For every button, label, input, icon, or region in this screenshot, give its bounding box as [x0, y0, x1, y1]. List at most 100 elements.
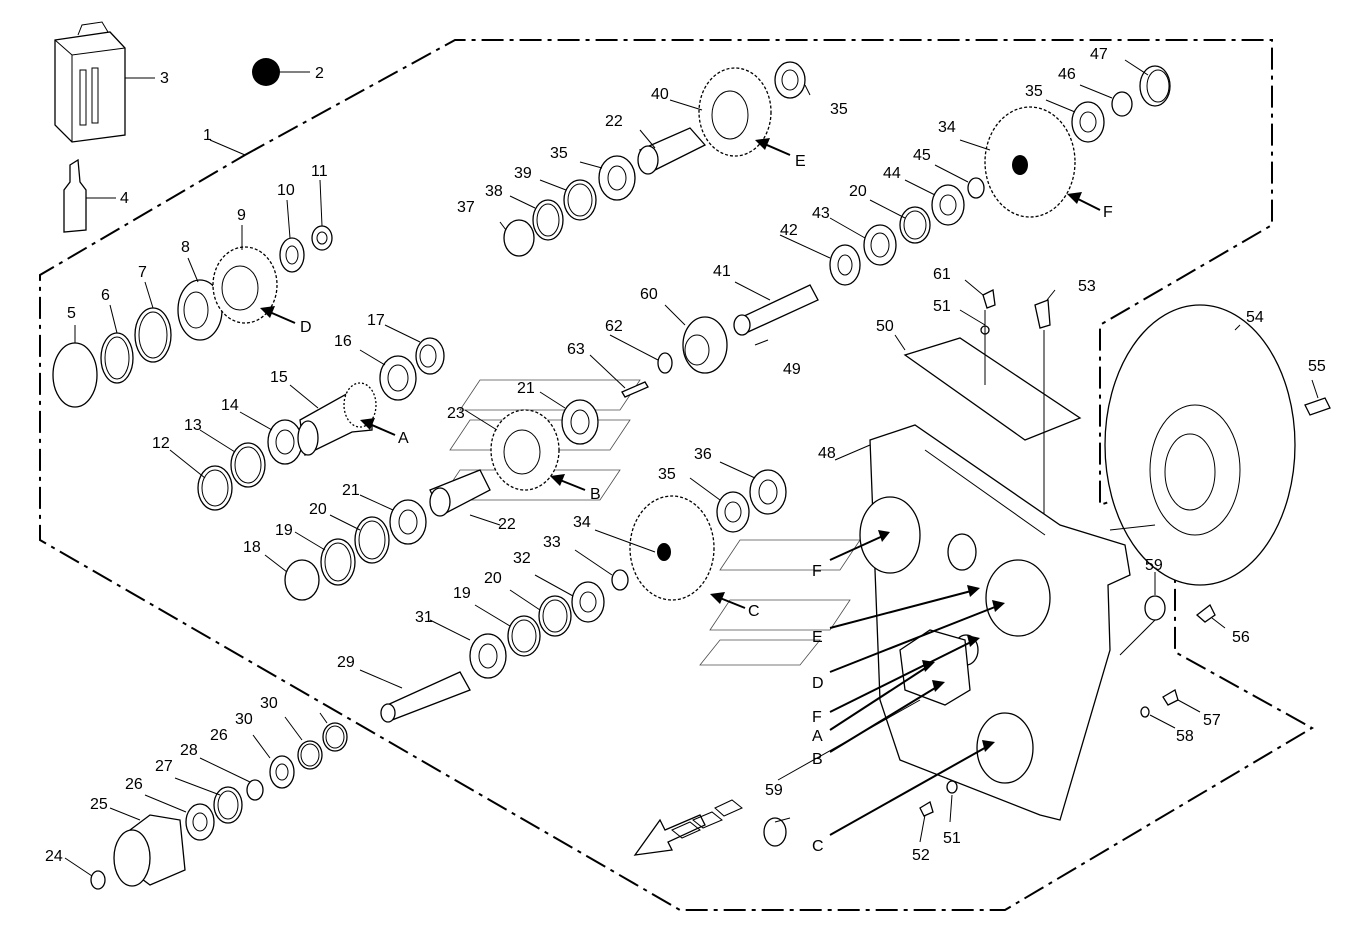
- ring-20c: [538, 595, 572, 637]
- label-54: 54: [1246, 309, 1264, 326]
- label-50: 50: [876, 318, 894, 335]
- letter-C-housing: C: [812, 838, 824, 855]
- cover-plate-50: [903, 337, 1082, 441]
- ring-42: [829, 244, 861, 286]
- bearing-26b: [185, 803, 215, 841]
- label-56: 56: [1232, 629, 1250, 646]
- label-22b: 22: [605, 113, 623, 130]
- letter-B-gear: B: [590, 486, 601, 503]
- shaft-41: [733, 284, 819, 336]
- label-17: 17: [367, 312, 385, 329]
- label-31: 31: [415, 609, 433, 626]
- label-47: 47: [1090, 46, 1108, 63]
- label-5: 5: [67, 305, 76, 322]
- sleeve-47: [1139, 65, 1171, 107]
- gear-34b: [629, 495, 715, 601]
- breather-61: [980, 289, 996, 385]
- ring-27: [213, 786, 243, 824]
- circlip-12: [197, 465, 233, 511]
- label-42: 42: [780, 222, 798, 239]
- gearbox-housing-48: [859, 424, 1131, 821]
- label-4: 4: [120, 190, 129, 207]
- bearing-43: [863, 224, 897, 266]
- label-34a: 34: [938, 119, 956, 136]
- label-36: 36: [694, 446, 712, 463]
- oil-can: [54, 21, 126, 143]
- reference-letter-labels: A B C D E F F E D F A B C: [300, 153, 1113, 855]
- label-28: 28: [180, 742, 198, 759]
- label-59b: 59: [765, 782, 783, 799]
- cap-18: [284, 559, 320, 601]
- ring-31: [469, 633, 507, 679]
- ring-51b: [946, 780, 958, 794]
- label-14: 14: [221, 397, 239, 414]
- label-10: 10: [277, 182, 295, 199]
- label-63: 63: [567, 341, 585, 358]
- ring-20b: [899, 206, 931, 244]
- label-52: 52: [912, 847, 930, 864]
- label-60: 60: [640, 286, 658, 303]
- label-55: 55: [1308, 358, 1326, 375]
- hub-25: [113, 814, 186, 887]
- letter-A-shaft: A: [398, 430, 409, 447]
- ring-30a: [322, 722, 348, 752]
- gear-34a: [984, 106, 1076, 218]
- label-33: 33: [543, 534, 561, 551]
- label-51a: 51: [933, 298, 951, 315]
- bearing-26a: [269, 755, 295, 789]
- letter-F-gear: F: [1103, 204, 1113, 221]
- circlip-38: [532, 199, 564, 241]
- flywheel-54: [1104, 304, 1296, 586]
- reference-arrows: [260, 138, 1101, 836]
- plug-56: [1195, 604, 1216, 623]
- ring-13: [230, 442, 266, 488]
- black-dot-part: [252, 58, 280, 86]
- label-24: 24: [45, 848, 63, 865]
- label-27: 27: [155, 758, 173, 775]
- shaft-29: [380, 671, 471, 723]
- washer-62: [657, 352, 673, 374]
- circlip-6: [100, 332, 134, 384]
- bearing-35a: [598, 155, 636, 201]
- sealant-tube: [63, 158, 87, 233]
- ring-39: [563, 179, 597, 221]
- label-15: 15: [270, 369, 288, 386]
- label-22a: 22: [498, 516, 516, 533]
- label-43: 43: [812, 205, 830, 222]
- label-2: 2: [315, 65, 324, 82]
- label-35c: 35: [1025, 83, 1043, 100]
- letter-C-gear: C: [748, 603, 760, 620]
- letter-E-housing: E: [812, 629, 823, 646]
- letter-B-housing: B: [812, 751, 823, 768]
- plug-52: [919, 801, 934, 817]
- letter-F2-housing: F: [812, 709, 822, 726]
- label-25: 25: [90, 796, 108, 813]
- label-48: 48: [818, 445, 836, 462]
- ring-20a: [354, 516, 390, 564]
- ring-58: [1140, 706, 1150, 718]
- ring-30b: [297, 740, 323, 770]
- label-7: 7: [138, 264, 147, 281]
- label-32: 32: [513, 550, 531, 567]
- bearing-21a: [389, 499, 427, 545]
- flange-60: [682, 316, 728, 374]
- shaft-22b: [637, 127, 707, 175]
- shaft-22a: [429, 469, 491, 517]
- label-1: 1: [203, 127, 212, 144]
- label-35a: 35: [550, 145, 568, 162]
- letter-F-housing: F: [812, 563, 822, 580]
- label-12: 12: [152, 435, 170, 452]
- nut-46: [1111, 91, 1133, 117]
- label-45: 45: [913, 147, 931, 164]
- letter-D-gear: D: [300, 319, 312, 336]
- gear-40: [698, 67, 772, 157]
- label-35d: 35: [658, 466, 676, 483]
- label-16: 16: [334, 333, 352, 350]
- label-20c: 20: [484, 570, 502, 587]
- label-53: 53: [1078, 278, 1096, 295]
- label-20b: 20: [849, 183, 867, 200]
- label-44: 44: [883, 165, 901, 182]
- pin-49: [754, 339, 769, 346]
- label-6: 6: [101, 287, 110, 304]
- part-number-labels: 1 2 3 4 5 6 7 8 9 10 11 12 13 14 15 16 1…: [45, 46, 1326, 865]
